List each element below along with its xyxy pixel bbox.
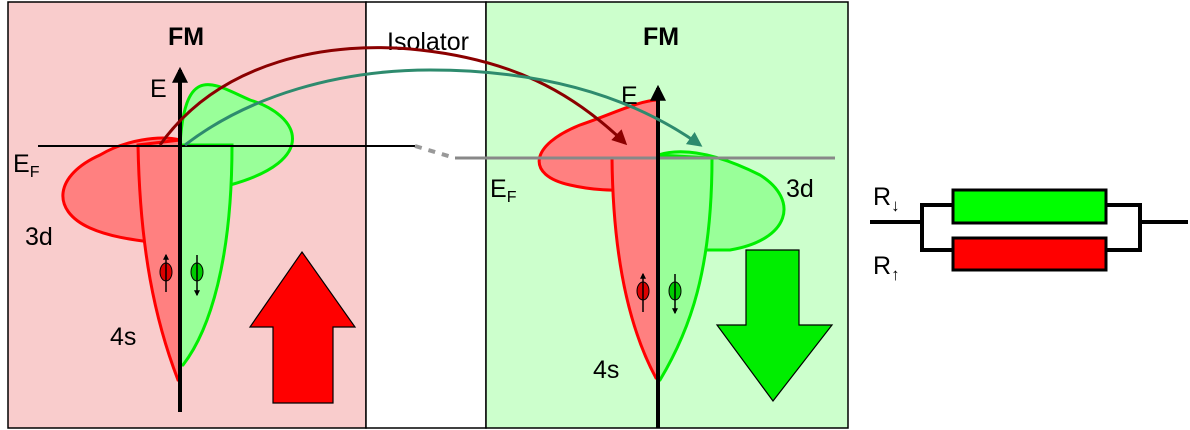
right-magnetization-arrow-down [715,249,834,402]
left-4s-label: 4s [110,323,136,351]
left-spin-up-marker [159,253,173,292]
right-3d-label: 3d [786,175,814,203]
right-spin-up-marker [636,272,650,312]
isolator-panel [365,1,487,429]
left-3d-label: 3d [25,223,53,251]
left-magnetization-arrow-up [248,250,357,404]
left-panel-title: FM [168,23,204,51]
right-majority-4s-band [610,156,660,380]
r-up-label: R↑ [873,252,900,284]
right-4s-label: 4s [593,356,619,384]
right-panel-title: FM [643,23,679,51]
r-down-resistor [951,188,1108,225]
right-fermi-label: EF [490,175,517,206]
right-band-structure [455,84,835,428]
resistor-network [870,188,1188,272]
left-majority-4s-band [136,138,182,382]
r-up-resistor [951,236,1108,272]
right-spin-down-marker [668,274,682,315]
tunneling-arrow-spin-up [158,46,628,146]
r-down-label: R↓ [873,183,900,215]
fermi-gap-connector [414,144,456,160]
left-minority-4s-band [178,143,234,367]
left-spin-down-marker [190,255,204,297]
right-minority-4s-band [656,153,714,382]
left-band-structure [38,66,456,412]
left-fermi-label: EF [13,150,40,181]
left-energy-label: E [150,75,167,103]
tunneling-arrow-spin-down [184,68,703,147]
